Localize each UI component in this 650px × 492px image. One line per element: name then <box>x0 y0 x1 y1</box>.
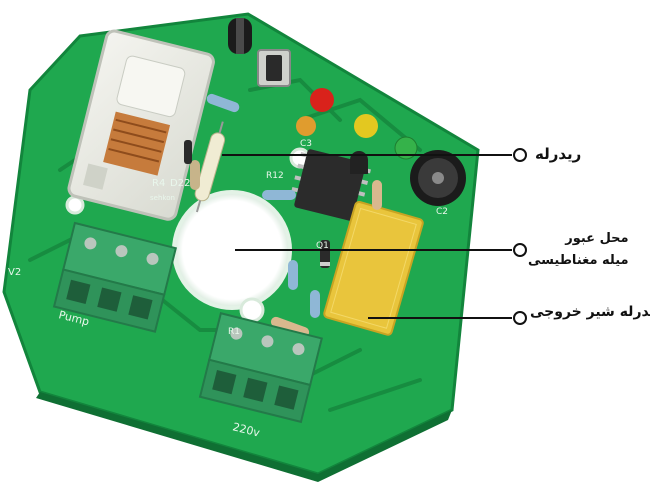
callout-reed-relay: ریدرله <box>535 145 581 163</box>
callout-line: میله مغناطیسی <box>528 253 629 268</box>
electrolytic-capacitor-icon <box>410 150 466 206</box>
relay-icon <box>67 29 215 221</box>
callout-output-valve-reed: ریدرله شیر خروجی <box>530 304 650 320</box>
mounting-hole <box>239 297 265 323</box>
silk-q1: Q1 <box>316 241 329 251</box>
silk-c2: C2 <box>436 207 448 217</box>
silk-c3: C3 <box>300 139 312 149</box>
silk-r12: R12 <box>266 171 284 181</box>
reed-switch-icon <box>194 121 226 213</box>
ceramic-capacitor-icon <box>296 116 316 136</box>
terminal-block-220v-icon <box>198 312 323 424</box>
leader-dots <box>513 148 527 325</box>
silk-maker: sehkon <box>150 194 175 202</box>
push-button-icon <box>257 49 291 87</box>
callout-line: محل عبور <box>565 231 629 246</box>
callout-magnetic-rod-passage: محل عبور میله مغناطیسی <box>528 228 629 272</box>
silk-r4: R4 <box>152 178 165 189</box>
reed-relay-valve-icon <box>323 200 424 336</box>
mounting-hole <box>65 195 85 215</box>
terminal-block-pump-icon <box>52 221 178 333</box>
led-green-icon <box>394 136 418 160</box>
led-red-icon <box>310 88 334 112</box>
transistor-icon <box>350 151 368 174</box>
silk-v2: V2 <box>8 267 21 278</box>
silk-r1: R1 <box>228 327 240 337</box>
callout-line: ریدرله <box>535 145 582 163</box>
resistor-icon <box>190 93 382 338</box>
silk-d22: D22 <box>170 178 190 189</box>
callout-line: ریدرله شیر خروجی <box>530 304 650 320</box>
leader-lines <box>222 154 512 319</box>
led-yellow-icon <box>354 114 378 138</box>
diode-icon <box>184 140 330 268</box>
capacitor-icon <box>228 18 252 54</box>
